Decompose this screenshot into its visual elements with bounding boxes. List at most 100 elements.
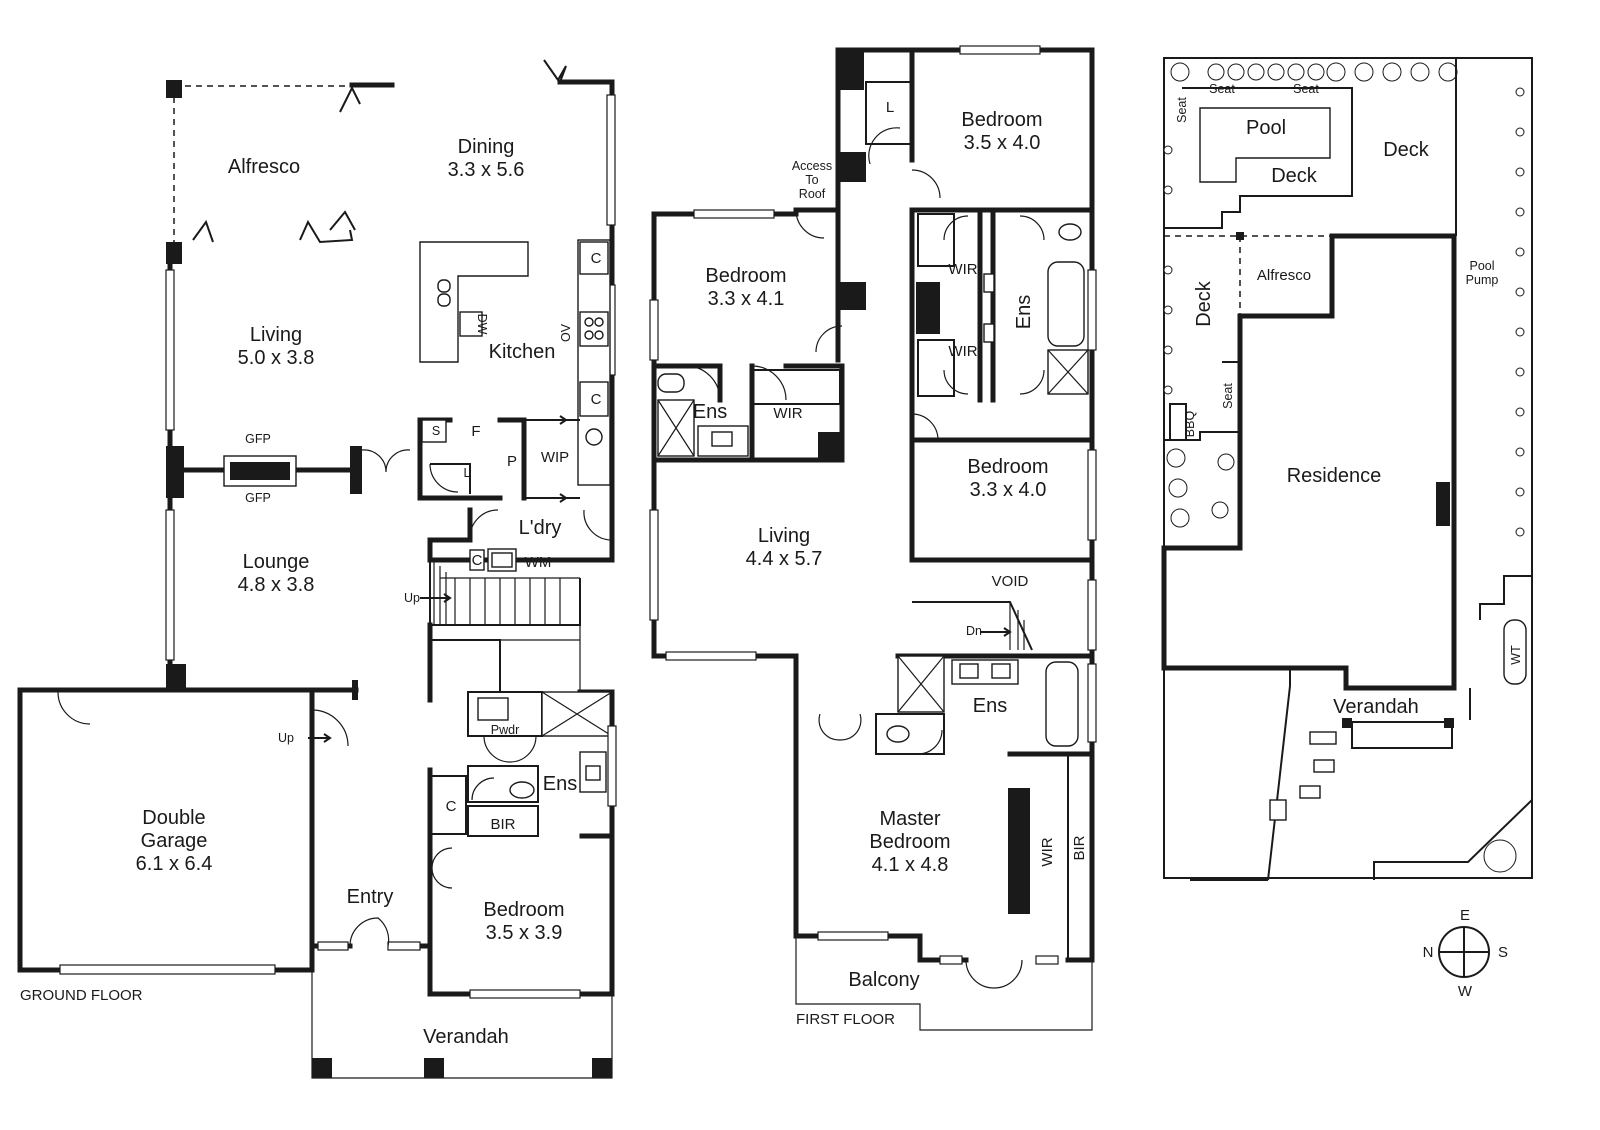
pier [166, 242, 182, 264]
wir-robe [1008, 788, 1030, 914]
pier [916, 282, 940, 334]
basin [959, 663, 979, 679]
bifold-door [329, 210, 356, 231]
door [311, 709, 349, 747]
plant-icon [1163, 265, 1173, 275]
door [583, 509, 613, 541]
paver [1269, 799, 1287, 821]
pier [836, 50, 864, 90]
compass [1438, 926, 1490, 978]
plant-icon [1515, 407, 1525, 417]
window [607, 725, 617, 807]
plant-icon [1166, 448, 1186, 468]
room-label-powder: Pwdr [491, 723, 519, 737]
room-label-master: Bedroom [869, 831, 950, 853]
wir-shelf [917, 213, 955, 267]
pool [1199, 107, 1331, 183]
door [911, 169, 941, 199]
compass-south: S [1498, 944, 1508, 961]
ensuite-wc [467, 765, 539, 803]
water-tank [1503, 619, 1527, 685]
door [57, 691, 91, 725]
window [817, 931, 889, 941]
window [606, 94, 616, 226]
seat-label: Seat [1221, 383, 1235, 409]
pier [1342, 718, 1352, 728]
room-size-bedroom: 3.3 x 4.1 [708, 288, 785, 310]
fixture-label-cupboard: C [472, 552, 483, 569]
window [649, 509, 659, 621]
toilet-icon [886, 725, 910, 743]
plant-icon [1267, 63, 1285, 81]
fixture-label-gfp: GFP [245, 491, 271, 505]
window [469, 989, 581, 999]
fixture-label-sink: S [432, 424, 440, 438]
room-label-alfresco: Alfresco [228, 156, 300, 178]
room-label-master: Master [879, 808, 940, 830]
stair-treads [433, 560, 580, 625]
door [469, 509, 499, 541]
tree-icon [1483, 839, 1517, 873]
window [959, 45, 1041, 55]
oven [579, 311, 609, 347]
sink-icon [585, 428, 603, 446]
verandah-post [312, 1058, 332, 1078]
bathtub [1047, 261, 1085, 347]
wc [875, 713, 945, 755]
plant-icon [1287, 63, 1305, 81]
plant-icon [1515, 527, 1525, 537]
window [1087, 579, 1097, 651]
wir-shelf [751, 369, 841, 405]
plant-icon [1515, 327, 1525, 337]
garage-up-label: Up [278, 731, 294, 745]
door [685, 365, 721, 401]
sink-icon [437, 293, 451, 307]
washing-machine-lid [491, 552, 513, 568]
room-label-ensuite: Ens [973, 695, 1007, 717]
plant-icon [1354, 62, 1374, 82]
room-size-bedroom: 3.5 x 3.9 [486, 922, 563, 944]
room-label-wip: WIP [541, 449, 569, 466]
fixture-label-oven: OV [559, 323, 573, 342]
fixture-label-gfp: GFP [245, 432, 271, 446]
room-size-garage: 6.1 x 6.4 [136, 853, 213, 875]
wall [909, 397, 1095, 563]
basin [983, 323, 995, 343]
site-boundary [1163, 57, 1533, 879]
door [815, 325, 843, 353]
room-label-lounge: Lounge [243, 551, 310, 573]
gas-fireplace-insert [230, 462, 290, 480]
window [1087, 449, 1097, 541]
plant-icon [1211, 501, 1229, 519]
first-floor-labels: FIRST FLOOR Bedroom 3.5 x 4.0 Bedroom 3.… [693, 99, 1088, 1028]
room-label-kitchen: Kitchen [489, 341, 556, 363]
double-door [965, 959, 1023, 989]
paver [1299, 785, 1321, 799]
room-size-bedroom: 3.3 x 4.0 [970, 479, 1047, 501]
pier [350, 446, 362, 494]
room-label-entry: Entry [347, 886, 394, 908]
toilet-icon [1058, 223, 1082, 241]
down-arrow [980, 627, 1012, 637]
plant-icon [1515, 127, 1525, 137]
balcony-outline [795, 936, 1093, 1031]
room-label-bedroom: Bedroom [705, 265, 786, 287]
cupboard [579, 241, 609, 275]
kitchen-bench [577, 239, 611, 486]
basin [711, 431, 733, 447]
door [429, 463, 459, 493]
door [795, 209, 825, 239]
stair-outline [429, 550, 581, 626]
wall [749, 363, 845, 463]
plant-icon [1247, 63, 1265, 81]
wall [427, 689, 615, 997]
room-label-bir: BIR [1071, 835, 1088, 860]
plant-icon [1170, 508, 1190, 528]
verandah-post [592, 1058, 612, 1078]
room-label-garage: Double [142, 807, 205, 829]
room-label-living: Living [758, 525, 810, 547]
window [165, 269, 175, 431]
driveway-edge [1267, 685, 1291, 881]
fixture-label-fridge: F [471, 423, 480, 440]
plant-icon [1515, 487, 1525, 497]
